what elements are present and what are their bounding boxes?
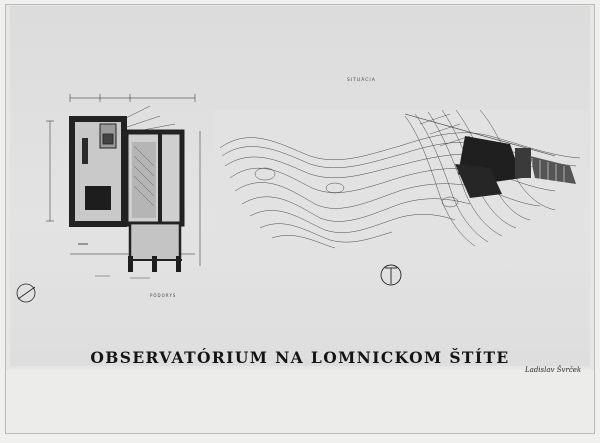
author-signature: Ladislav Švrček [525, 366, 582, 374]
floor-plan [46, 94, 201, 279]
architectural-drawing [16, 94, 585, 303]
drawing-title: OBSERVATÓRIUM NA LOMNICKOM ŠTÍTE [90, 348, 510, 367]
drawing-sheet: SITUÁCIA PÔDORYS OBSERVATÓRIUM NA LOMNIC… [10, 6, 590, 374]
site-north-arrow-icon [380, 264, 402, 286]
location-plan-label: SITUÁCIA [347, 78, 376, 83]
floor-plan-label: PÔDORYS [150, 293, 177, 298]
print-bottom-margin [6, 370, 594, 433]
north-arrow-icon [16, 283, 36, 303]
site-contour-map [215, 109, 585, 258]
site-building-footprint [455, 136, 576, 198]
